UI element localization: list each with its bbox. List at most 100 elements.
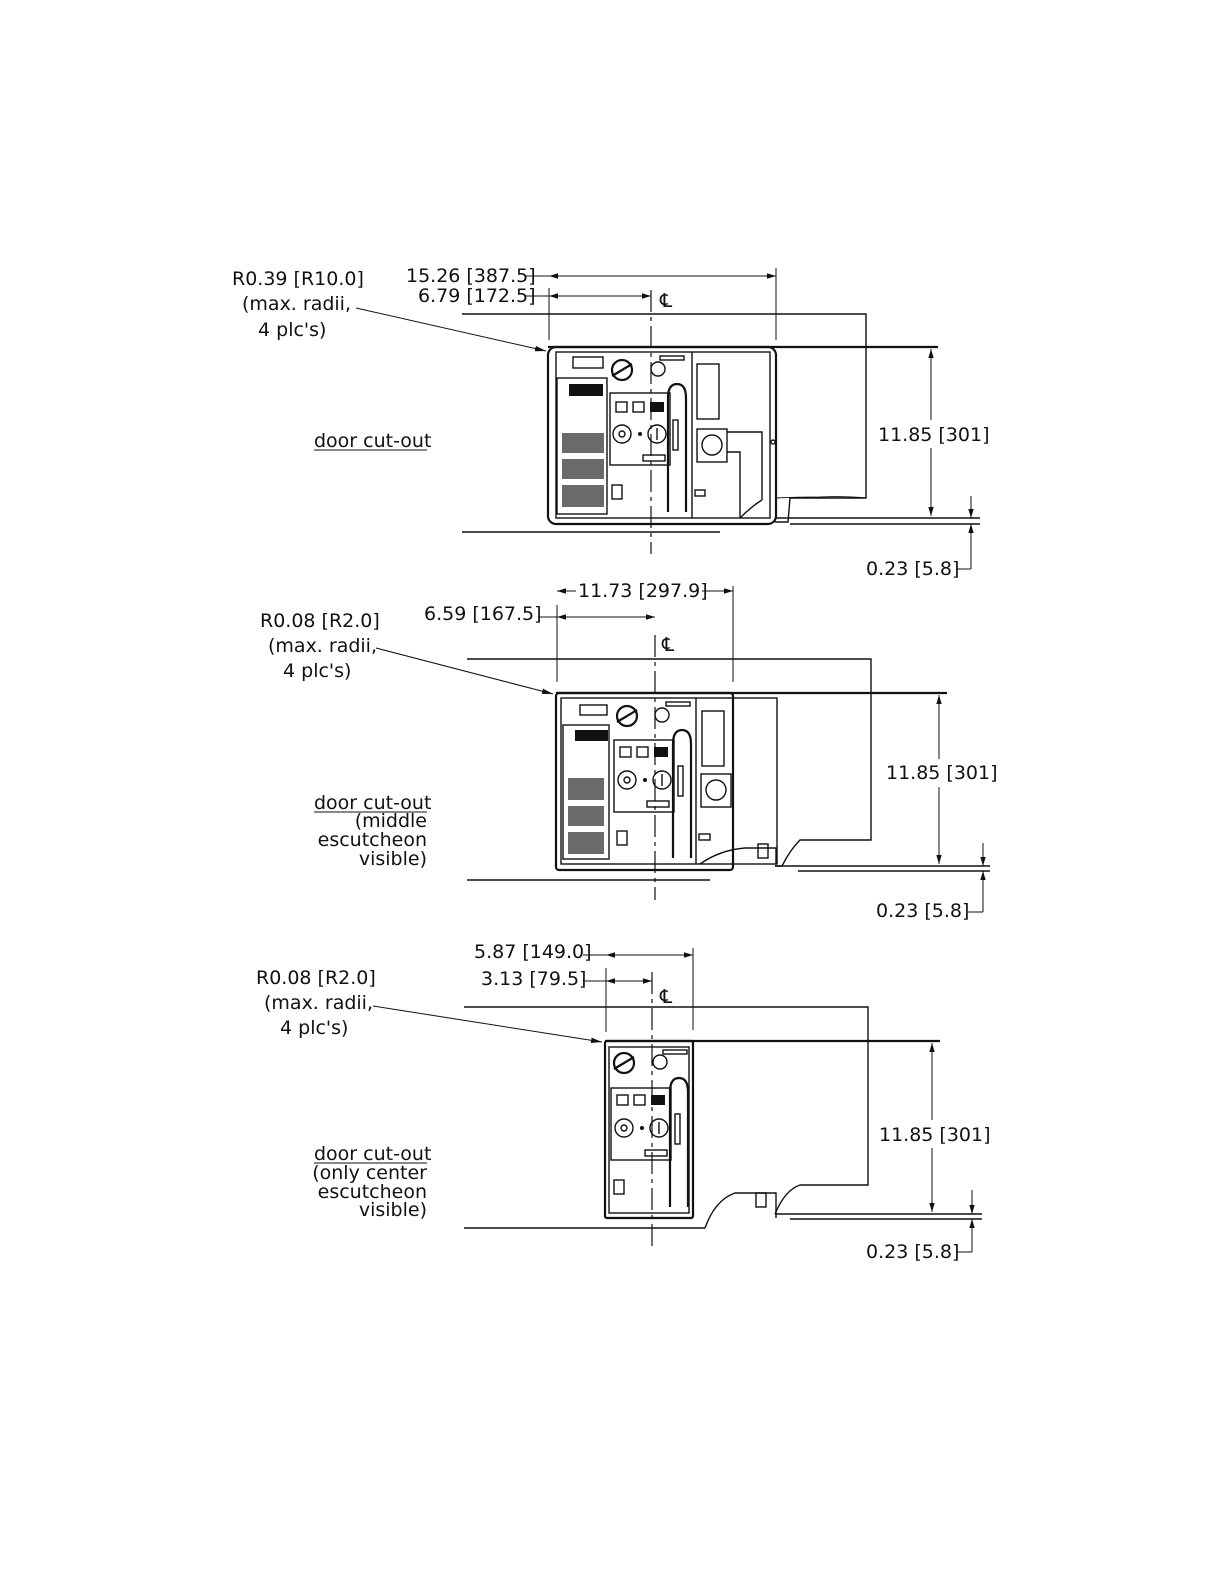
indicator-1 <box>616 1094 629 1106</box>
indicator-3 <box>651 1095 665 1105</box>
height-label: 11.85 [301] <box>886 762 998 784</box>
radius-leader <box>372 1005 603 1044</box>
breaker-face <box>555 351 771 519</box>
cutout-label-1: door cut-out <box>314 792 431 814</box>
small-indicator <box>698 833 711 841</box>
off-button-center <box>623 776 631 784</box>
handle-grip <box>674 1113 681 1145</box>
rotary-handle <box>612 1051 636 1075</box>
radius-line-2: (max. radii, <box>268 635 377 657</box>
indicator-2 <box>636 746 649 758</box>
trip-unit-dial <box>705 779 727 801</box>
trip-unit-dial <box>701 434 723 456</box>
small-switch <box>616 830 628 846</box>
precaution-label <box>568 832 604 854</box>
cutout-outline <box>554 691 735 872</box>
radius-line-3: 4 plc's) <box>258 319 326 341</box>
off-button <box>614 1118 634 1138</box>
indicator-1 <box>619 746 632 758</box>
dot <box>640 1126 644 1130</box>
accessory-outline <box>727 431 763 518</box>
cutout-label-2: (middle <box>355 810 427 832</box>
lamp <box>650 361 666 377</box>
rotary-handle-bar <box>613 1056 635 1070</box>
cutout-label-1: door cut-out <box>314 1143 431 1165</box>
cutout-label-3: escutcheon <box>318 829 427 851</box>
view-center-cutout: ℄ 5.87 [149.0] 3.13 [79.5] R0.08 [R2.0] … <box>256 941 991 1263</box>
precaution-label <box>562 485 604 507</box>
radius-leader <box>355 307 547 352</box>
door-panel <box>462 313 867 533</box>
trip-unit-box <box>700 773 732 808</box>
indicator-1 <box>615 401 628 413</box>
on-button <box>647 424 667 444</box>
half-width-label: 6.79 [172.5] <box>418 285 536 307</box>
overall-width-label: 15.26 [387.5] <box>406 265 536 287</box>
attention-label <box>562 459 604 479</box>
rotary-handle <box>615 704 639 728</box>
height-label: 11.85 [301] <box>878 424 990 446</box>
half-width-label: 6.59 [167.5] <box>424 603 542 625</box>
indicator-2 <box>632 401 645 413</box>
door-screw <box>770 439 776 445</box>
small-indicator <box>694 489 706 497</box>
charging-handle <box>668 1076 690 1207</box>
offset-label: 0.23 [5.8] <box>866 558 959 580</box>
indicator-3 <box>650 402 664 412</box>
offset-label: 0.23 [5.8] <box>866 1241 959 1263</box>
caution-label <box>568 778 604 800</box>
radius-line-3: 4 plc's) <box>280 1017 348 1039</box>
centerline-symbol: ℄ <box>659 290 673 312</box>
cutout-outline <box>546 345 778 526</box>
rotary-handle-bar <box>616 709 638 723</box>
dot <box>643 778 647 782</box>
height-label-bg <box>877 1120 989 1148</box>
radius-line-2: (max. radii, <box>242 293 351 315</box>
rotary-handle-bar <box>611 363 633 377</box>
cutout-label-4: visible) <box>359 1199 427 1221</box>
small-switch <box>611 484 623 500</box>
charging-handle <box>671 728 693 858</box>
rating-label <box>575 730 608 741</box>
spring-indicator <box>644 1149 668 1157</box>
centerline-symbol: ℄ <box>659 986 673 1008</box>
dot <box>638 432 642 436</box>
center-escutcheon <box>609 392 671 466</box>
rating-label <box>569 384 603 396</box>
display-window <box>696 363 720 420</box>
spring-indicator <box>646 800 670 808</box>
height-label-bg <box>884 759 996 787</box>
offset-label: 0.23 [5.8] <box>876 900 969 922</box>
view-middle-cutout: ℄ 11.73 [297.9] 6.59 [167.5] R0.08 [R2.0… <box>260 580 998 922</box>
indicator-2 <box>633 1094 646 1106</box>
breaker-face <box>560 697 778 865</box>
display-window <box>701 710 725 767</box>
off-button <box>612 424 632 444</box>
door-panel <box>467 658 872 881</box>
cutout-outline <box>603 1039 695 1220</box>
radius-line-3: 4 plc's) <box>283 660 351 682</box>
centerline-symbol: ℄ <box>661 634 675 656</box>
handle-grip <box>677 765 684 797</box>
cutout-label-1: door cut-out <box>314 430 431 452</box>
door-panel <box>464 1006 869 1229</box>
radius-line-2: (max. radii, <box>264 992 373 1014</box>
radius-leader <box>375 647 554 695</box>
left-escutcheon <box>562 724 610 860</box>
overall-width-label: 5.87 [149.0] <box>474 941 592 963</box>
radius-line-1: R0.39 [R10.0] <box>232 268 364 290</box>
height-label: 11.85 [301] <box>879 1124 991 1146</box>
cutout-label-3: escutcheon <box>318 1181 427 1203</box>
curve-edge <box>704 1192 777 1229</box>
off-button-center <box>618 430 626 438</box>
off-button <box>617 770 637 790</box>
breaker-front-center <box>603 1039 695 1220</box>
name-plate <box>572 356 604 369</box>
small-switch <box>613 1179 625 1195</box>
charging-handle <box>666 382 688 512</box>
cutout-label-2: (only center <box>312 1162 427 1184</box>
accessory-block <box>757 843 769 859</box>
top-slot <box>662 1049 688 1055</box>
break-line <box>774 496 867 499</box>
radius-line-1: R0.08 [R2.0] <box>260 610 380 632</box>
